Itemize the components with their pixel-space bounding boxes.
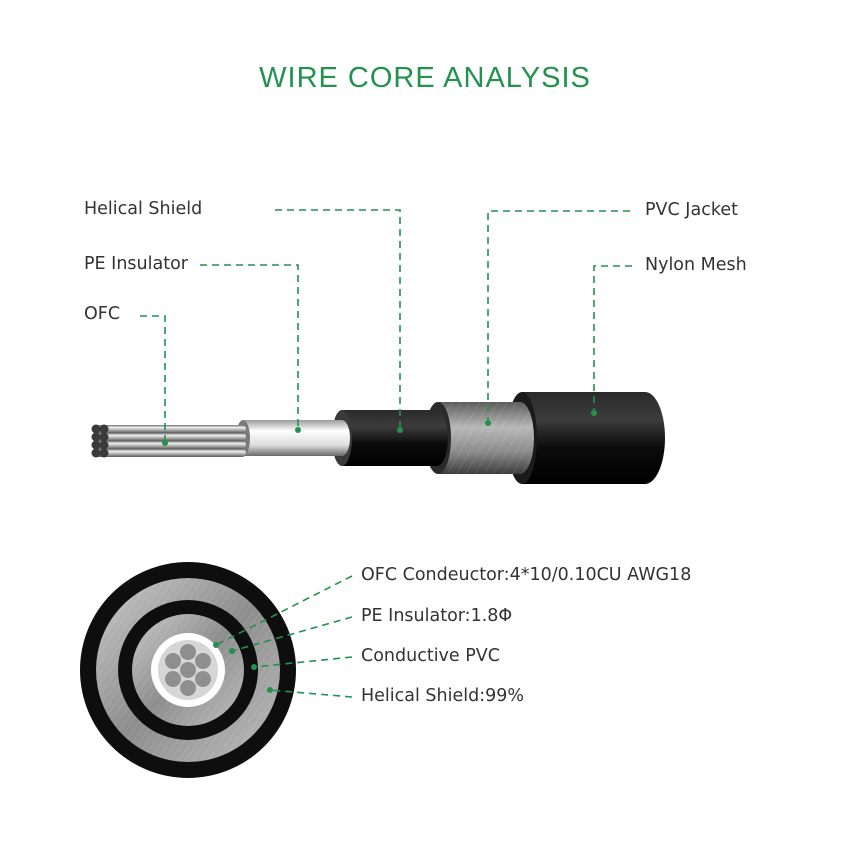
label-ofc: OFC	[84, 304, 121, 324]
leader-pvc-jacket	[487, 210, 630, 420]
cross-leader-lines	[215, 575, 353, 698]
label-helical-shield: Helical Shield	[84, 199, 203, 219]
pvc-jacket-segment	[522, 392, 665, 484]
label-pe-insulator: PE Insulator	[84, 254, 188, 274]
leader-pe-insulator	[200, 264, 299, 428]
label-conductive-pvc: Conductive PVC	[361, 646, 500, 666]
leader-ofc	[140, 315, 166, 440]
leader-ofc-conductor	[215, 575, 353, 646]
leader-helical-shield-cs	[269, 689, 353, 698]
leader-conductive-pvc	[253, 656, 353, 668]
cross-leader-dots	[213, 642, 273, 693]
conductor-strands-cross	[165, 644, 211, 696]
page-title: WIRE CORE ANALYSIS	[259, 62, 591, 94]
label-ofc-conductor: OFC Condeuctor:4*10/0.10CU AWG18	[361, 565, 692, 585]
leader-nylon-mesh	[593, 265, 632, 410]
label-helical-shield-cs: Helical Shield:99%	[361, 686, 525, 706]
cable-cross-section	[80, 562, 296, 778]
label-nylon-mesh: Nylon Mesh	[645, 255, 747, 275]
leader-helical-shield	[275, 209, 401, 428]
cable-side-view	[91, 392, 665, 484]
side-leader-lines	[140, 209, 632, 440]
label-pvc-jacket: PVC Jacket	[645, 200, 738, 220]
ofc-strands	[91, 424, 246, 458]
helical-shield-segment	[342, 410, 448, 466]
leader-pe-insulator-cs	[231, 616, 353, 652]
side-leader-dots	[162, 410, 597, 446]
label-pe-insulator-cs: PE Insulator:1.8Φ	[361, 606, 513, 626]
pe-insulator-segment	[243, 420, 350, 456]
